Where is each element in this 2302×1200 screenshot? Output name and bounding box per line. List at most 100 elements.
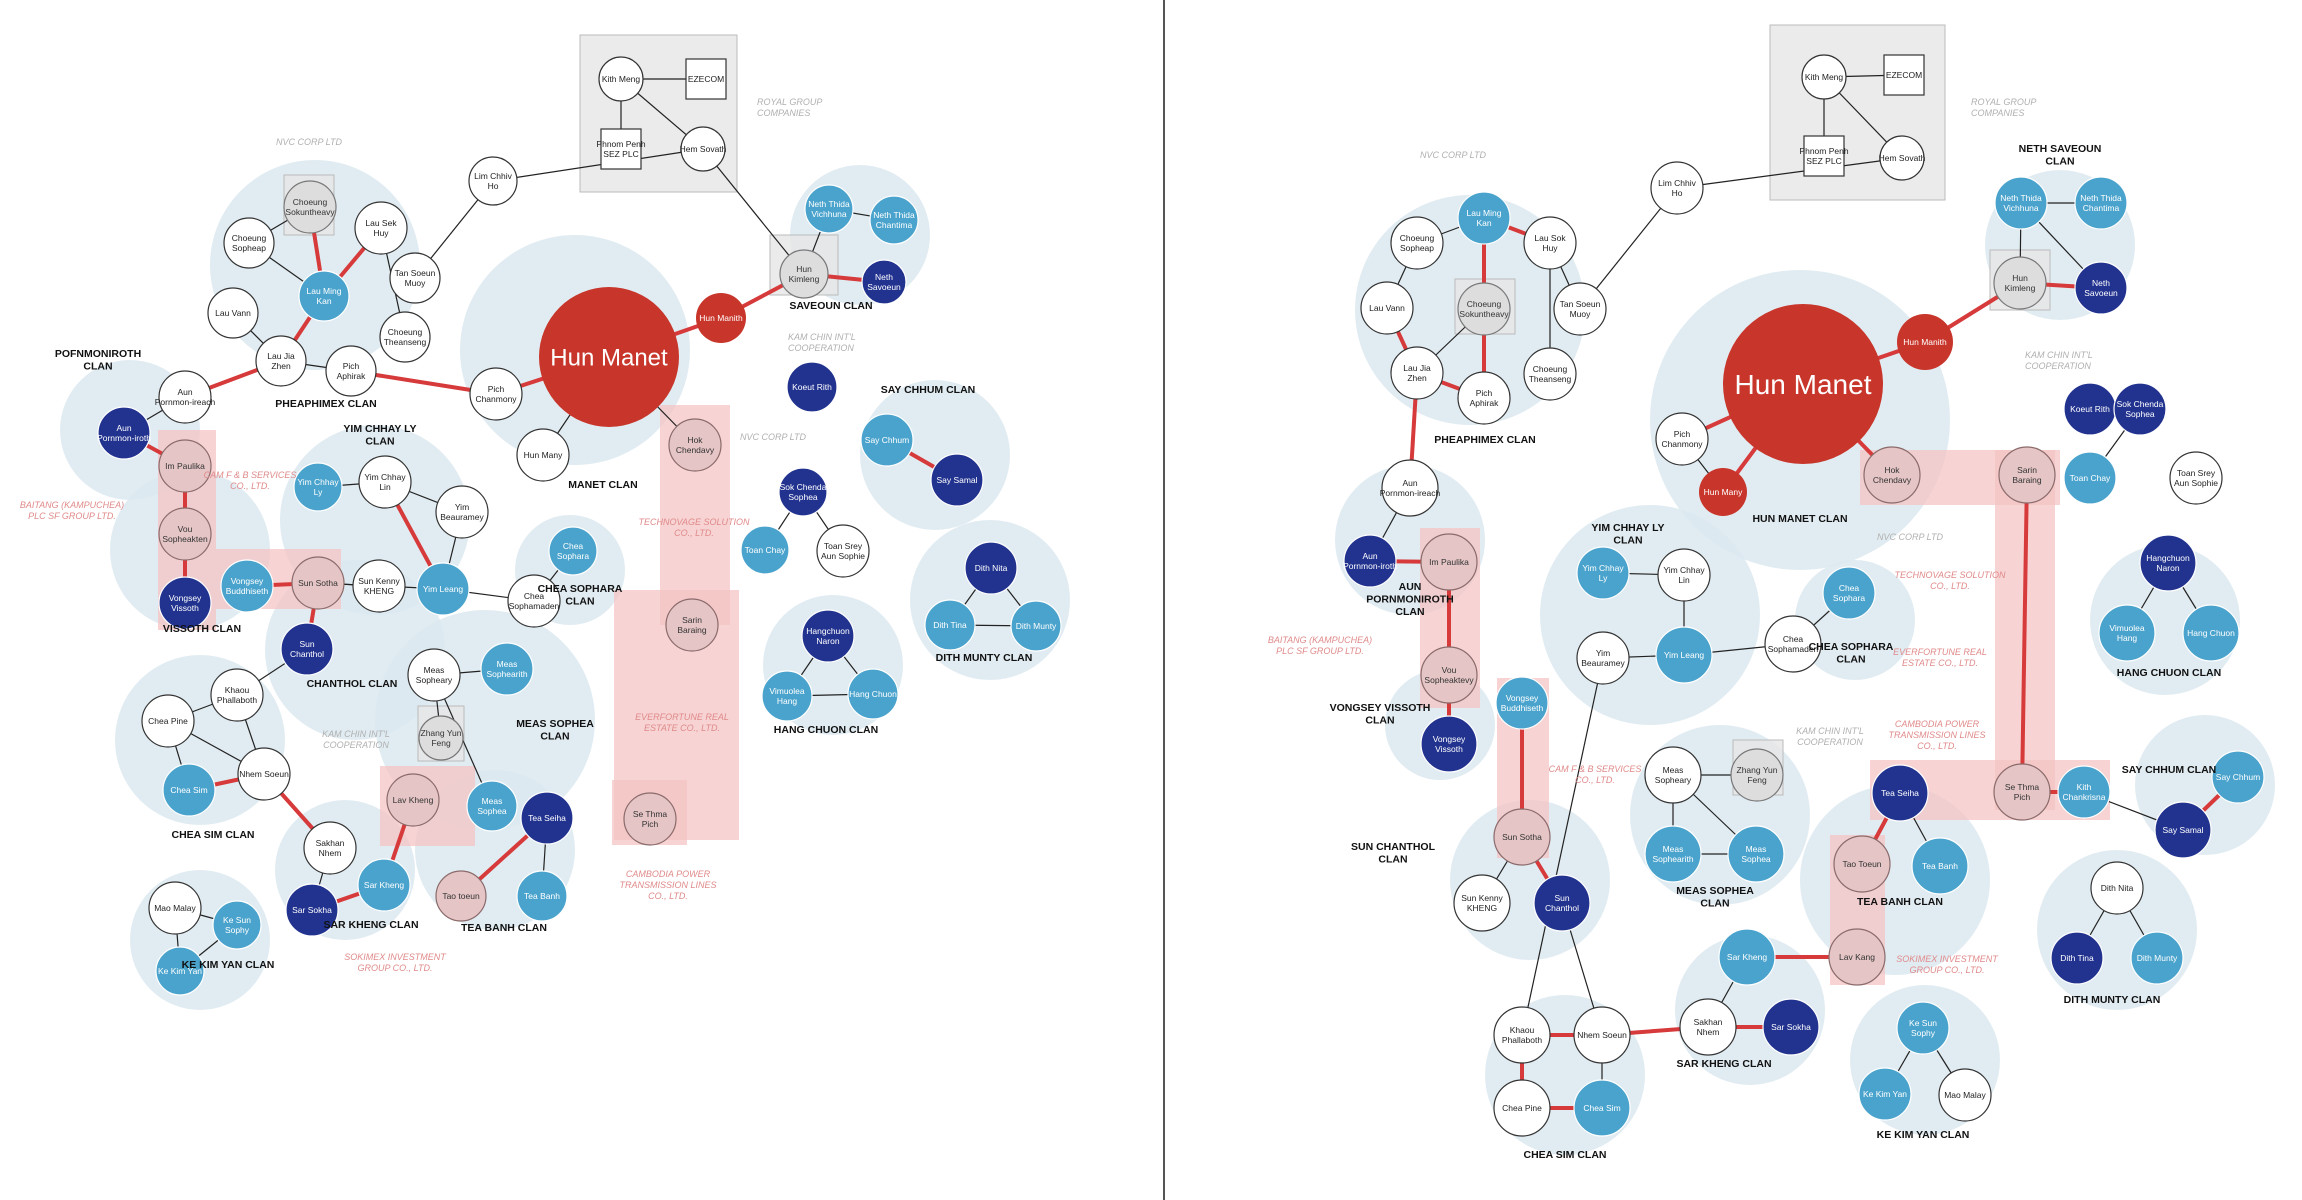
after-node-dith-tina[interactable]: Dith Tina bbox=[2050, 931, 2104, 985]
before-node-say-samal[interactable]: Say Samal bbox=[930, 453, 984, 507]
after-node-ke-kim-yan[interactable]: Ke Kim Yan bbox=[1858, 1067, 1912, 1121]
before-node-mao-malay[interactable]: Mao Malay bbox=[148, 881, 202, 935]
after-node-mao-malay[interactable]: Mao Malay bbox=[1938, 1068, 1992, 1122]
before-node-hun-many[interactable]: Hun Many bbox=[516, 428, 570, 482]
before-node-lau-vann[interactable]: Lau Vann bbox=[207, 287, 259, 339]
before-node-sar-sokha[interactable]: Sar Sokha bbox=[285, 883, 339, 937]
before-node-toan-chay[interactable]: Toan Chay bbox=[740, 525, 790, 575]
after-node-yim-leang[interactable]: Yim Leang bbox=[1655, 626, 1713, 684]
before-node-nhem-soeun[interactable]: Nhem Soeun bbox=[237, 747, 291, 801]
before-node-hun-manet[interactable]: Hun Manet bbox=[539, 287, 679, 427]
before-node-say-chhum[interactable]: Say Chhum bbox=[860, 413, 914, 467]
before-node-hem-sovath[interactable]: Hem Sovath bbox=[680, 126, 727, 172]
after-node-lav-kang[interactable]: Lav Kang bbox=[1828, 928, 1886, 986]
after-node-sar-kheng[interactable]: Sar Kheng bbox=[1718, 928, 1776, 986]
after-node-tao-toeun[interactable]: Tao Toeun bbox=[1833, 835, 1891, 893]
after-node-lau-vann[interactable]: Lau Vann bbox=[1360, 281, 1414, 335]
after-node-ezecom[interactable]: EZECOM bbox=[1883, 54, 1925, 96]
after-node-hang-chuon[interactable]: Hang Chuon bbox=[2182, 604, 2240, 662]
before-node-koeut-rith[interactable]: Koeut Rith bbox=[786, 361, 838, 413]
after-node-nhem-soeun[interactable]: Nhem Soeun bbox=[1573, 1006, 1631, 1064]
before-node-chea-sim[interactable]: Chea Sim bbox=[162, 763, 216, 817]
after-node-sun-sotha[interactable]: Sun Sotha bbox=[1493, 808, 1551, 866]
before-node-im-paulika[interactable]: Im Paulika bbox=[158, 439, 212, 493]
before-node-ezecom[interactable]: EZECOM bbox=[685, 58, 727, 100]
before-node-hun-manith[interactable]: Hun Manith bbox=[696, 293, 746, 343]
before-node-hang-chuon[interactable]: Hang Chuon bbox=[847, 668, 899, 720]
after-node-toan-chay[interactable]: Toan Chay bbox=[2063, 451, 2117, 505]
after-node-hun-manith[interactable]: Hun Manith bbox=[1897, 314, 1953, 370]
before-node-tea-seiha[interactable]: Tea Seiha bbox=[520, 791, 574, 845]
after-node-say-samal[interactable]: Say Samal bbox=[2154, 801, 2212, 859]
before-node-sar-kheng[interactable]: Sar Kheng bbox=[357, 858, 411, 912]
after-node-say-chhum[interactable]: Say Chhum bbox=[2211, 750, 2265, 804]
after-node-hun-manet[interactable]: Hun Manet bbox=[1723, 304, 1883, 464]
